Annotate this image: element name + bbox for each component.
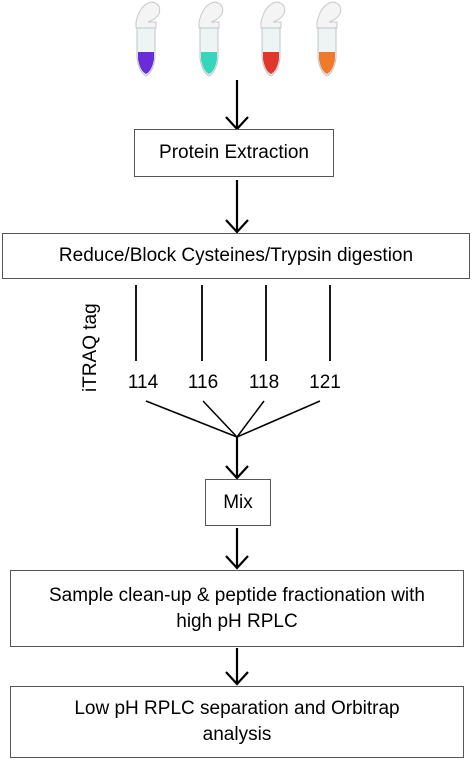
tube-orange [316, 1, 342, 77]
digestion-box: Reduce/Block Cysteines/Trypsin digestion [2, 233, 470, 279]
arrowhead-converge-to-mix [225, 465, 249, 480]
tube-liquid [201, 52, 217, 74]
converge-line-121 [236, 400, 321, 438]
tube-teal [198, 1, 224, 77]
arrowhead-extraction-to-digestion [225, 219, 249, 234]
tube-liquid [263, 52, 279, 74]
tube-cap [260, 1, 286, 29]
sample-tubes [135, 1, 342, 77]
tube-liquid [319, 52, 335, 74]
protein-extraction-box: Protein Extraction [134, 129, 334, 177]
cleanup-fractionation-box: Sample clean-up & peptide fractionation … [10, 570, 464, 647]
itraq-tag-label: iTRAQ tag [80, 303, 101, 392]
tag-118-label: 118 [248, 372, 280, 393]
tag-114-label: 114 [127, 372, 159, 393]
tube-cap [198, 1, 224, 29]
low-ph-separation-box: Low pH RPLC separation and Orbitrap anal… [10, 686, 464, 758]
tag-121-label: 121 [309, 372, 341, 393]
converge-line-116 [202, 400, 238, 438]
tube-cap [135, 1, 161, 29]
tube-red [260, 1, 286, 77]
converge-line-118 [236, 400, 265, 438]
tube-liquid [138, 52, 154, 74]
tag-116-label: 116 [187, 372, 219, 393]
mix-box: Mix [205, 479, 271, 526]
converge-line-114 [145, 400, 238, 438]
arrowhead-mix-to-cleanup [225, 555, 249, 570]
arrowhead-cleanup-to-separation [225, 671, 249, 686]
tube-cap [316, 1, 342, 29]
tube-purple [135, 1, 161, 77]
